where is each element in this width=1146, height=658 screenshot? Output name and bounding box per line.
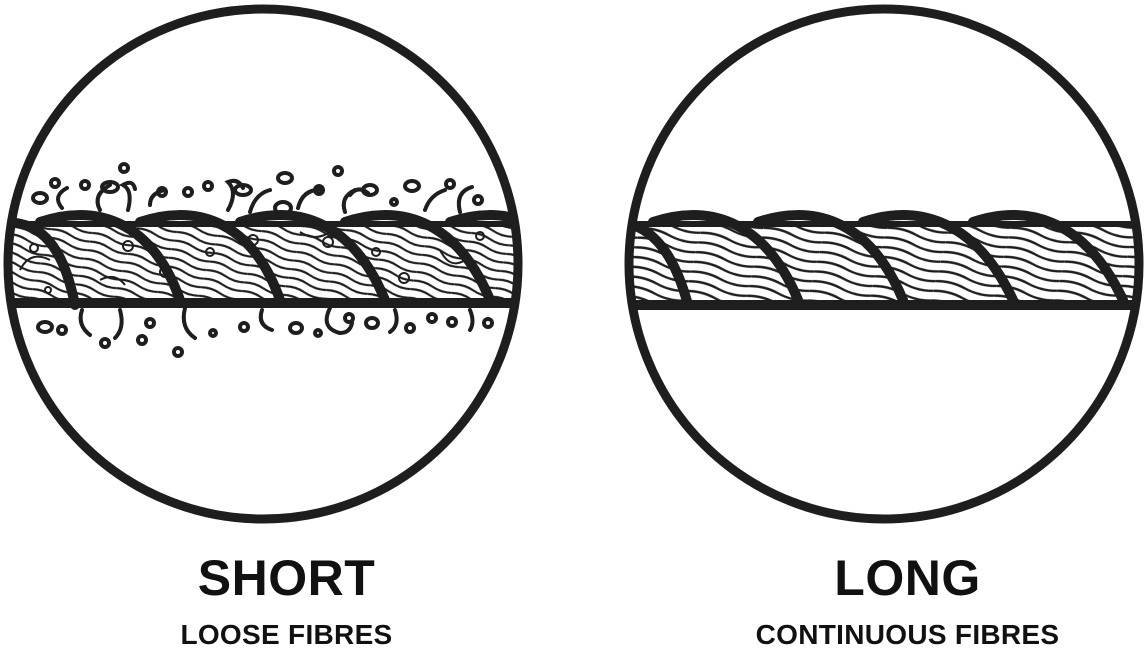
twisted-rope-continuous-fibres-icon xyxy=(624,4,1144,524)
circle-frame xyxy=(3,4,523,524)
twisted-rope-with-loose-fibres-icon xyxy=(3,4,523,524)
panel-subtitle: LOOSE FIBRES xyxy=(180,619,393,650)
panel-title: SHORT xyxy=(197,550,376,606)
rope-strands xyxy=(11,210,515,310)
panel-short-fibres: SHORT LOOSE FIBRES xyxy=(3,4,523,650)
rope-strands xyxy=(632,210,1136,310)
loose-fibres-bottom xyxy=(36,306,494,358)
panel-long-fibres: LONG CONTINUOUS FIBRES xyxy=(573,0,1146,658)
loose-fibres-top xyxy=(31,162,484,216)
circle-frame xyxy=(624,4,1144,524)
panel-subtitle: CONTINUOUS FIBRES xyxy=(755,619,1060,650)
panel-title: LONG xyxy=(834,550,981,606)
